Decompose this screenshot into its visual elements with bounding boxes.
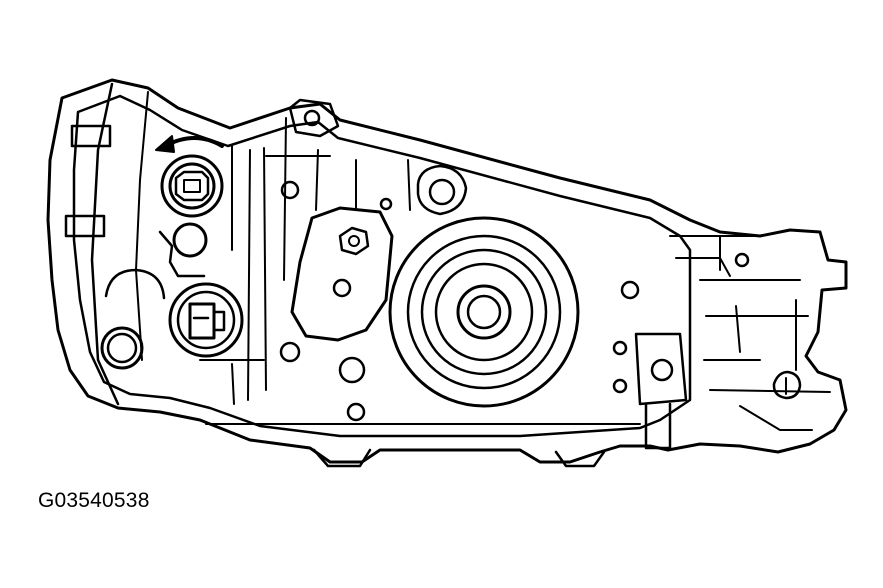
- frame-line-b: [247, 149, 251, 401]
- hole-upper-left: [280, 180, 300, 200]
- hole-right-mid-a: [612, 340, 628, 356]
- top-socket-outer: [160, 154, 224, 218]
- left-lower-ring-inner: [106, 332, 138, 364]
- frame-line-d: [283, 117, 287, 281]
- small-ring: [172, 222, 208, 258]
- adjuster-nut-center: [348, 235, 360, 247]
- hole-lower-mid: [338, 356, 366, 384]
- lower-socket-connector: [188, 302, 216, 340]
- right-end-line-h: [709, 389, 831, 393]
- frame-line-f: [231, 363, 235, 405]
- top-socket-inner: [168, 162, 216, 210]
- left-lower-ring-outer: [100, 326, 144, 370]
- right-end-line-i: [739, 405, 813, 431]
- frame-line-e: [315, 149, 319, 211]
- left-slot-bottom: [64, 214, 106, 238]
- hole-bottom-mid: [346, 402, 366, 422]
- hole-right-upper: [620, 280, 640, 300]
- right-end-knob: [772, 370, 802, 400]
- hole-lower-left: [279, 341, 301, 363]
- bottom-mount-left: [312, 448, 372, 468]
- main-lens-ring-1: [388, 216, 580, 408]
- hole-right-mid-b: [612, 378, 628, 394]
- main-lens-ring-3: [420, 248, 548, 376]
- rotate-arrow-head-icon: [155, 135, 175, 153]
- left-rib-1: [90, 82, 120, 406]
- top-socket-tab: [183, 179, 201, 193]
- right-bracket-stem: [644, 402, 672, 450]
- right-end-line-e: [735, 305, 741, 353]
- adjuster-nut: [338, 226, 370, 256]
- right-square-boss: [634, 332, 688, 406]
- housing-outline: [46, 78, 848, 464]
- lower-socket-outer: [168, 282, 244, 358]
- small-ring-bracket: [158, 230, 206, 278]
- left-slot-top: [70, 124, 112, 148]
- main-lens-hub-outer: [456, 284, 512, 340]
- top-mount-hole: [303, 109, 321, 127]
- upper-boss-hole: [428, 178, 456, 206]
- left-hole-arc: [104, 268, 166, 300]
- figure-code-label: G03540538: [38, 489, 150, 512]
- main-lens-ring-4: [434, 262, 534, 362]
- frame-line-c: [263, 147, 267, 391]
- hole-upper-center: [379, 197, 393, 211]
- bottom-mount-right: [554, 450, 606, 468]
- right-end-line-b: [675, 257, 731, 277]
- vertical-line-h: [407, 159, 411, 211]
- main-lens-hub-inner: [466, 294, 502, 330]
- left-rib-2: [135, 91, 149, 361]
- lower-socket-inner: [176, 290, 236, 350]
- hole-right-end: [734, 252, 750, 268]
- top-socket-connector: [174, 170, 210, 202]
- lower-socket-latch: [212, 310, 226, 332]
- right-square-boss-hole: [650, 358, 674, 382]
- upper-boss-body: [416, 164, 468, 216]
- main-lens-ring-2: [406, 234, 562, 390]
- adjuster-plate-hole: [332, 278, 352, 298]
- adjuster-plate: [290, 206, 394, 342]
- housing-inner-rim: [72, 94, 692, 438]
- top-mount-tab: [288, 98, 340, 138]
